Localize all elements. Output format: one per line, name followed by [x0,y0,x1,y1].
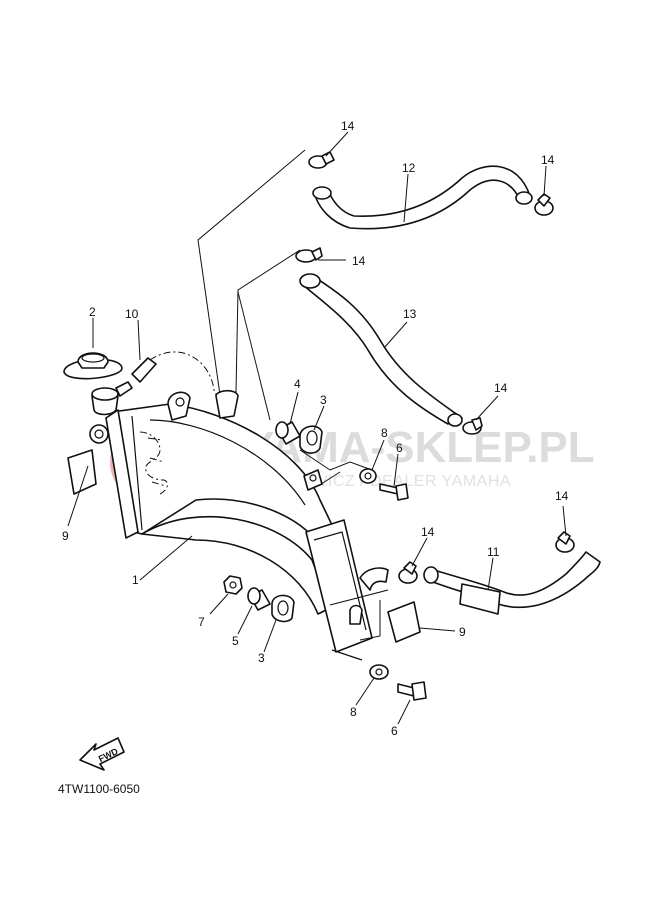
callout-13: 13 [403,307,417,321]
callout-14: 14 [341,119,355,133]
leader-lines [67,131,567,725]
callout-9: 9 [459,625,466,639]
clamps-14 [295,151,575,584]
callout-8: 8 [350,705,357,719]
hose-12 [312,165,533,230]
callout-14: 14 [541,153,555,167]
radiator-cap [63,352,123,380]
callout-14: 14 [421,525,435,539]
callout-12: 12 [402,161,416,175]
callout-5: 5 [232,634,239,648]
callout-6: 6 [391,724,398,738]
callout-1: 1 [132,573,139,587]
callout-14: 14 [555,489,569,503]
clamp-lower-right [555,531,575,553]
callout-10: 10 [125,307,139,321]
clamp-mid [295,247,323,263]
callout-14: 14 [352,254,366,268]
callout-14: 14 [494,381,508,395]
callouts: 14 12 14 14 2 10 13 4 14 3 8 6 14 9 14 1… [62,119,569,738]
clamp-lower-left [398,561,418,584]
clamp-top [308,151,335,169]
hose-10 [131,351,223,411]
clamp-hose13-end [462,417,483,435]
callout-7: 7 [198,615,205,629]
hardware [67,421,427,701]
fwd-arrow-icon: FWD [79,737,125,771]
callout-6: 6 [396,441,403,455]
callout-11: 11 [487,545,500,559]
hose-13 [299,273,463,427]
diagram-code: 4TW1100-6050 [58,782,140,796]
hose-11 [423,551,601,615]
callout-9: 9 [62,529,69,543]
callout-8: 8 [381,426,388,440]
routing-lines [197,149,389,641]
clamp-right-top [534,193,554,216]
callout-2: 2 [89,305,96,319]
callout-3: 3 [258,651,265,665]
callout-4: 4 [294,377,301,391]
callout-3: 3 [320,393,327,407]
